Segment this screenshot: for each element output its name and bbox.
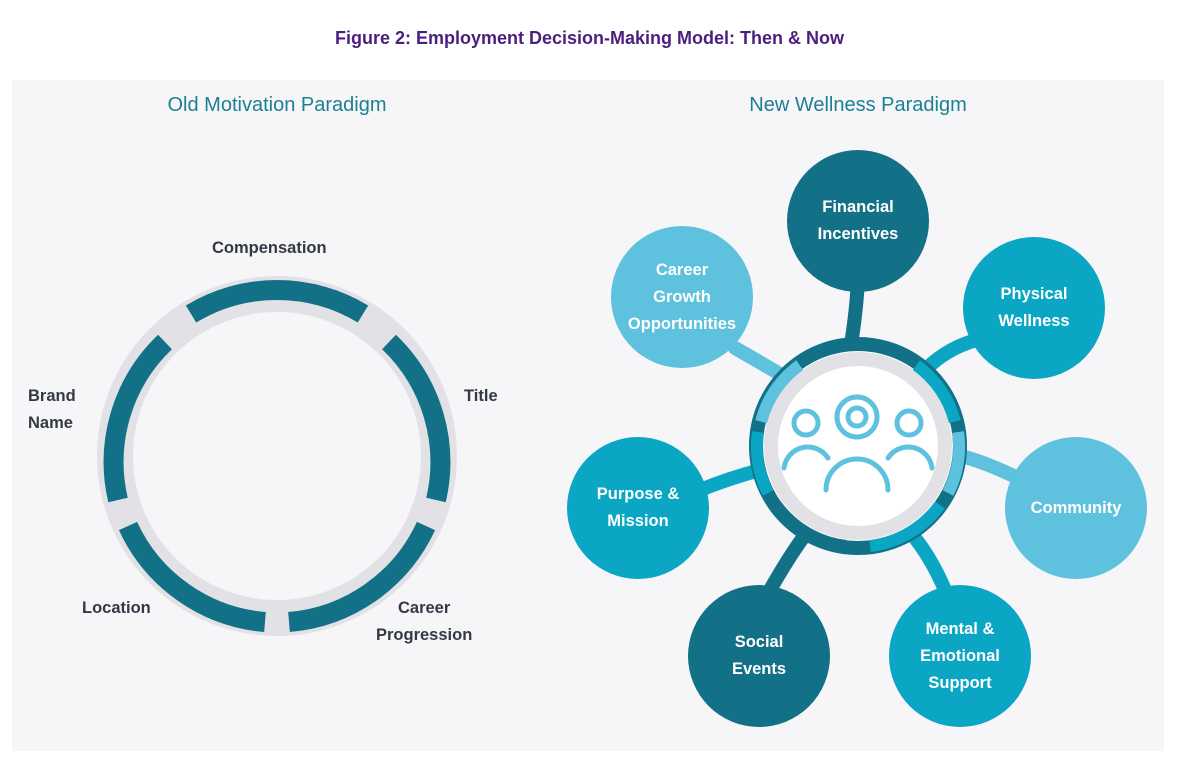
hub-segment-mental [869,501,945,552]
node-purpose-mission: Purpose & Mission [567,437,709,579]
hub-inner-track [764,352,952,540]
old-ring-segment-brand-name [103,334,173,503]
node-financial-incentives: Financial Incentives [787,150,929,292]
label-location: Location [82,599,151,617]
new-paradigm-heading: New Wellness Paradigm [749,94,967,116]
label-brand-name: Brand Name [28,387,76,432]
old-ring-segment-compensation [185,280,369,323]
label-title: Title [464,387,498,405]
node-social-events: Social Events [688,585,830,727]
connector-community [951,448,1025,485]
hub-segment-purpose [750,431,774,496]
hub-center [779,367,937,525]
node-career-growth-opportunities: Career Growth Opportunities [611,226,753,368]
old-paradigm-ring [97,276,457,636]
old-ring-segment-career-progression [288,521,436,632]
connector-mental [903,525,952,597]
label-career-progression: Career Progression [376,599,473,644]
figure-title: Figure 2: Employment Decision-Making Mod… [334,28,845,48]
hub-segment-career [755,360,804,424]
node-mental-emotional-support: Mental & Emotional Support [889,585,1031,727]
node-community: Community [1005,437,1147,579]
connector-social [763,528,812,597]
hub-segment-financial [821,339,895,356]
connector-purpose [693,463,767,497]
old-ring-segment-title [381,334,451,503]
people-group-icon [781,394,935,493]
new-paradigm-hub [749,337,967,555]
hub-segment-social [771,501,847,552]
hub-segment-physical [912,360,961,424]
label-compensation: Compensation [212,239,327,257]
node-physical-wellness: Physical Wellness [963,237,1105,379]
old-ring-segment-location [118,521,266,632]
hub-segment-community [942,431,966,496]
old-paradigm-heading: Old Motivation Paradigm [167,94,387,116]
